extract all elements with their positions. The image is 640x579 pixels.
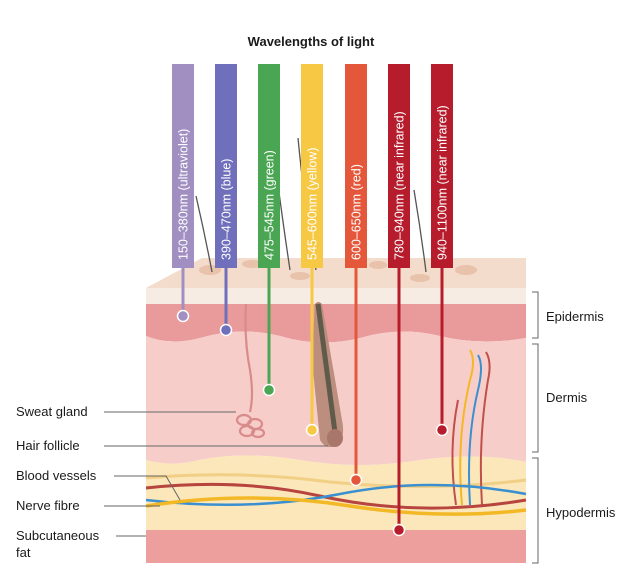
hypodermis-vessels (145, 482, 527, 516)
wavelength-label: 545–600nm (yellow) (306, 147, 320, 260)
dermis-vessels (451, 349, 491, 506)
pores (199, 260, 477, 282)
label-sweat-gland: Sweat gland (16, 404, 88, 419)
wavelength-depth-dot (305, 423, 319, 437)
wavelength-bar-body (215, 64, 237, 268)
wavelength-label: 780–940nm (near infrared) (393, 111, 407, 260)
diagram-title: Wavelengths of light (247, 34, 375, 49)
label-hair-follicle: Hair follicle (16, 438, 80, 453)
hair-shaft (315, 303, 339, 441)
label-hypodermis: Hypodermis (546, 505, 616, 520)
wavelength-depth-dot (349, 473, 363, 487)
leader-lines (104, 411, 328, 537)
wavelength-label: 390–470nm (blue) (220, 159, 234, 260)
wavelength-bar: 940–1100nm (near infrared) (431, 64, 453, 437)
wavelength-depth-dot (392, 523, 406, 537)
muscle-layer (146, 530, 526, 563)
label-nerve-fibre: Nerve fibre (16, 498, 80, 513)
wavelength-bar: 600–650nm (red) (345, 64, 367, 487)
wavelength-depth-dot (219, 323, 233, 337)
wavelength-bar: 545–600nm (yellow) (301, 64, 323, 437)
wavelength-bar-body (172, 64, 194, 268)
layer-brackets (532, 291, 539, 564)
hair-bulb (327, 429, 343, 447)
wavelength-label: 475–545nm (green) (263, 150, 277, 260)
wavelength-depth-dot (262, 383, 276, 397)
stratum-corneum (146, 288, 526, 304)
label-subcutaneous-fat: Subcutaneous fat (16, 528, 100, 560)
sweat-gland (235, 303, 266, 439)
wavelength-bars: 150–380nm (ultraviolet) 390–470nm (blue) 4… (172, 64, 453, 537)
wavelength-bar-body (345, 64, 367, 268)
wavelength-label: 940–1100nm (near infrared) (436, 105, 450, 260)
wavelength-bar-body (431, 64, 453, 268)
wavelength-bar: 150–380nm (ultraviolet) (172, 64, 194, 323)
epidermis-layer (146, 304, 526, 343)
label-dermis: Dermis (546, 390, 588, 405)
label-blood-vessels: Blood vessels (16, 468, 97, 483)
wavelength-bar-body (388, 64, 410, 268)
wavelength-bar-body (301, 64, 323, 268)
wavelength-depth-dot (176, 309, 190, 323)
wavelength-bar-body (258, 64, 280, 268)
wavelength-bar: 780–940nm (near infrared) (388, 64, 410, 537)
label-epidermis: Epidermis (546, 309, 604, 324)
wavelength-label: 600–650nm (red) (350, 164, 364, 260)
wavelength-bar: 475–545nm (green) (258, 64, 280, 397)
wavelength-depth-dot (435, 423, 449, 437)
wavelength-label: 150–380nm (ultraviolet) (177, 129, 191, 260)
wavelength-bar: 390–470nm (blue) (215, 64, 237, 337)
